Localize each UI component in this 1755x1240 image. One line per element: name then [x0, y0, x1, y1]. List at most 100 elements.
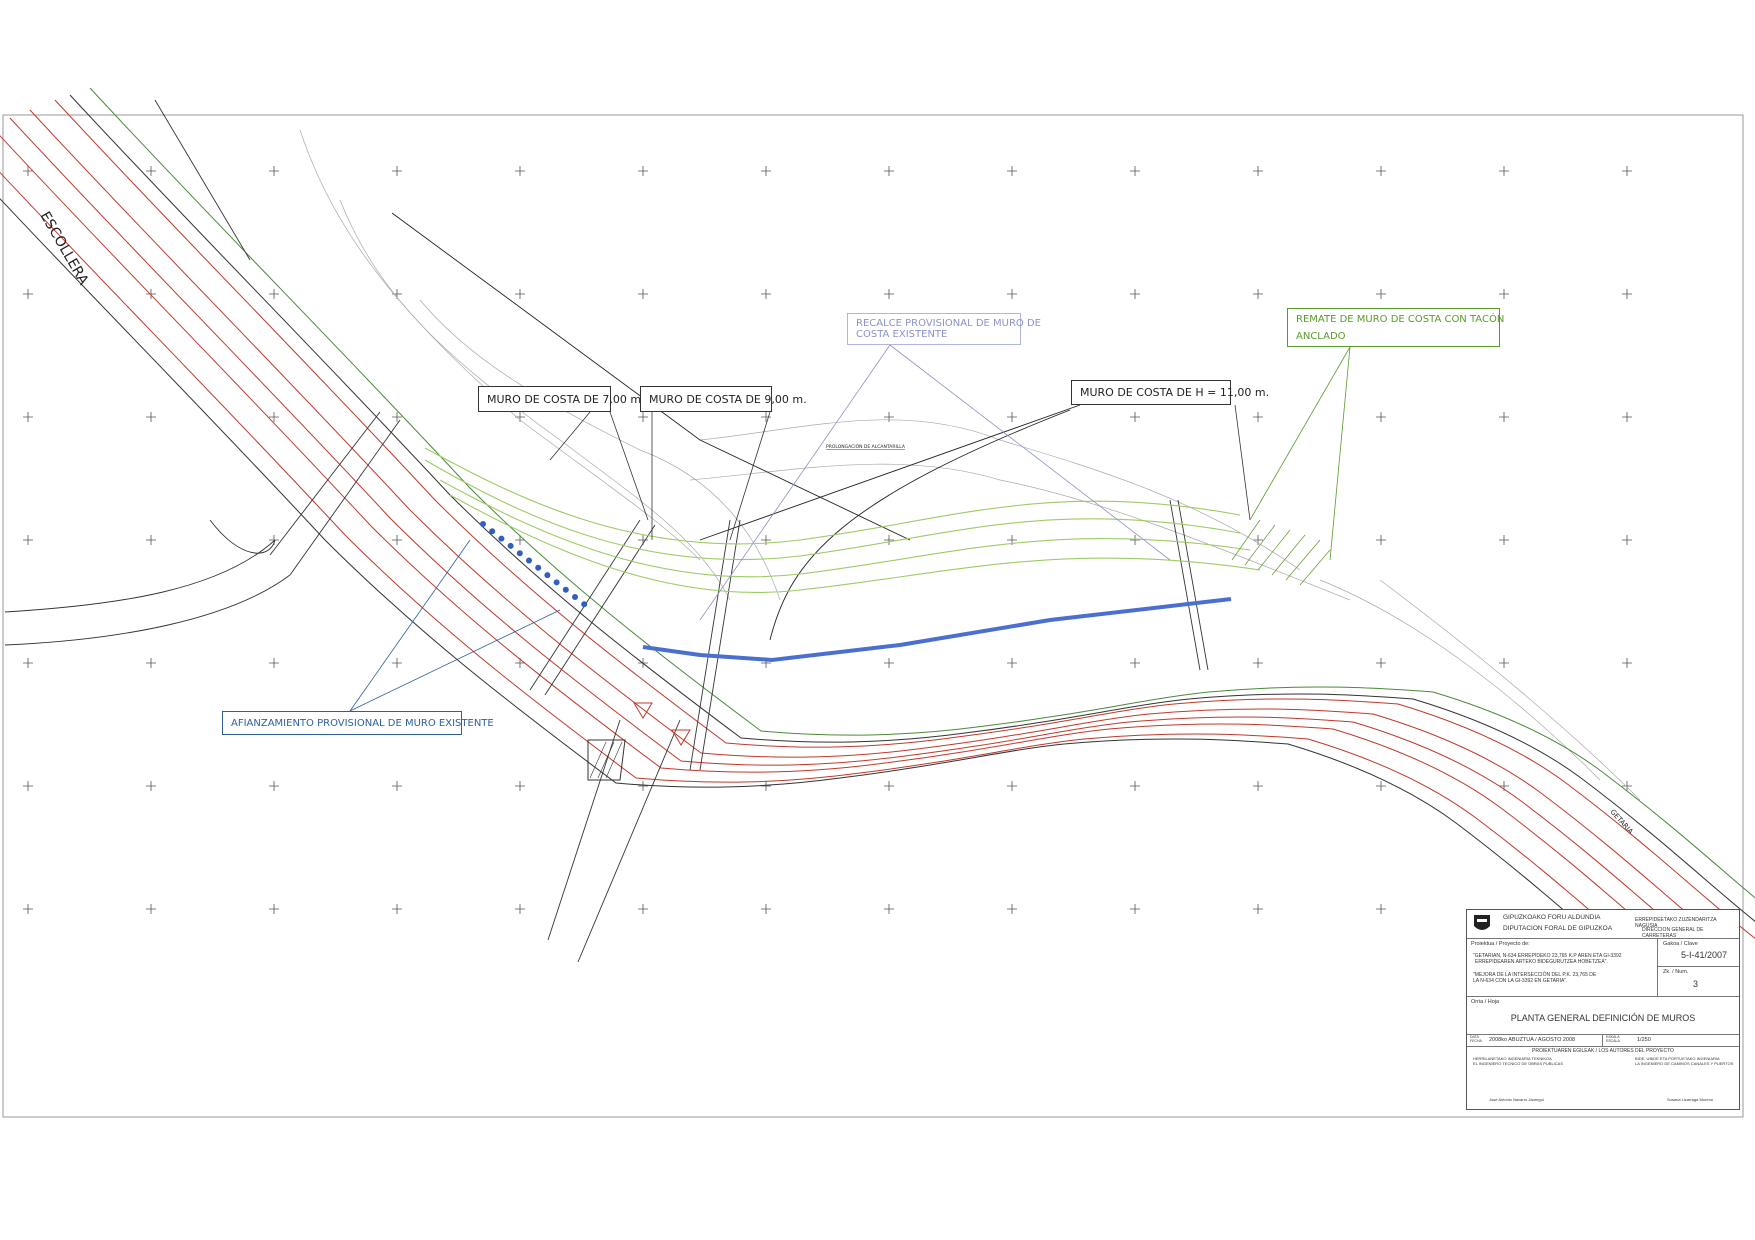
callout-recalce: RECALCE PROVISIONAL DE MURO DE COSTA EXI… [847, 313, 1041, 345]
dept-es: DIRECCION GENERAL DE CARRETERAS [1642, 927, 1704, 939]
hatching [589, 741, 623, 779]
grid-cross [1007, 658, 1017, 668]
grid-cross [23, 166, 33, 176]
recalce-line-1: RECALCE PROVISIONAL DE MURO DE [856, 318, 1042, 329]
diputacion-shield-logo [1474, 915, 1490, 930]
grid-cross [515, 535, 525, 545]
grid-cross [515, 904, 525, 914]
coordinate-grid [23, 166, 1632, 914]
grid-cross [1253, 535, 1263, 545]
grid-cross [1130, 166, 1140, 176]
anchor-dot [535, 564, 542, 571]
road-edge-line [9, 117, 1712, 958]
anchor-dot [581, 601, 588, 608]
org-es: DIPUTACION FORAL DE GIPUZKOA [1503, 925, 1613, 932]
grid-cross [1253, 412, 1263, 422]
callout-muro-11: MURO DE COSTA DE H = 11,00 m. [1071, 380, 1269, 405]
grid-cross [1376, 166, 1386, 176]
grid-cross [1622, 658, 1632, 668]
clave-label: Gakoa / Clave [1663, 941, 1698, 947]
grid-cross [1622, 781, 1632, 791]
anchor-dot [553, 579, 560, 586]
grid-cross [1253, 166, 1263, 176]
contour-lines [299, 129, 1641, 801]
grid-cross [146, 781, 156, 791]
grid-cross [638, 904, 648, 914]
grid-cross [1130, 781, 1140, 791]
drawing-frame [2, 114, 1744, 1118]
road-edge-line [0, 171, 1667, 975]
grid-cross [269, 781, 279, 791]
sheet-title: PLANTA GENERAL DEFINICIÓN DE MUROS [1510, 1013, 1696, 1023]
title-block: GIPUZKOAKO FORU ALDUNDIA DIPUTACION FORA… [1466, 909, 1740, 1110]
autor1-title-eu: HERRILANETAKO INGENIARIA TEKNIKOA [1473, 1056, 1552, 1061]
grid-cross [884, 658, 894, 668]
grid-cross [884, 781, 894, 791]
road-edge-line [0, 198, 1647, 980]
grid-cross [1499, 166, 1509, 176]
escollera-label: ESCOLLERA [37, 209, 92, 288]
grid-cross [1253, 904, 1263, 914]
grid-cross [761, 412, 771, 422]
grid-cross [761, 781, 771, 791]
project-es-1: "MEJORA DE LA INTERSECCIÓN DEL P.K. 23,7… [1473, 972, 1597, 978]
prolongacion-label: PROLONGACIÓN DE ALCANTARILLA [826, 443, 906, 450]
grid-cross [761, 166, 771, 176]
grid-cross [23, 412, 33, 422]
escala-label-1: ESKALA [1606, 1035, 1620, 1039]
autor2-title-eu: BIDE, UBIDE ETA PORTUETAKO INGENIARIA [1635, 1056, 1720, 1061]
fecha-value: 2008ko ABUZTUA / AGOSTO 2008 [1489, 1037, 1576, 1043]
grid-cross [1130, 658, 1140, 668]
grid-cross [1376, 781, 1386, 791]
fecha-label-2: FECHA [1470, 1039, 1482, 1043]
autor2-title-es: LA INGENIERO DE CAMINOS CANALES Y PUERTO… [1635, 1061, 1734, 1066]
grid-cross [1622, 289, 1632, 299]
getaria-label: GETARIA [1609, 808, 1635, 836]
grid-cross [23, 535, 33, 545]
grid-cross [884, 412, 894, 422]
grid-cross [515, 781, 525, 791]
anchor-dot [480, 521, 486, 527]
grid-cross [269, 412, 279, 422]
road-edge-line [89, 87, 1755, 899]
grid-cross [392, 535, 402, 545]
num-value: 3 [1693, 979, 1699, 989]
grid-cross [23, 289, 33, 299]
green-wall-bands [424, 447, 1261, 594]
grid-cross [1007, 166, 1017, 176]
callout-muro-9: MURO DE COSTA DE 9,00 m. [640, 386, 807, 412]
grid-cross [392, 781, 402, 791]
grid-cross [1130, 412, 1140, 422]
grid-cross [392, 658, 402, 668]
grid-cross [146, 904, 156, 914]
grid-cross [146, 535, 156, 545]
grid-cross [638, 781, 648, 791]
side-roads [4, 99, 1209, 963]
grid-cross [269, 904, 279, 914]
grid-cross [1007, 412, 1017, 422]
grid-cross [392, 412, 402, 422]
fecha-label-1: DATA [1470, 1035, 1479, 1039]
grid-cross [515, 289, 525, 299]
grid-cross [1007, 781, 1017, 791]
grid-cross [1622, 412, 1632, 422]
grid-cross [884, 289, 894, 299]
recalce-wall-blue [642, 597, 1232, 663]
grid-cross [269, 658, 279, 668]
escala-label-2: ESCALA [1606, 1039, 1620, 1043]
grid-cross [1622, 166, 1632, 176]
anchor-dot [572, 594, 578, 600]
grid-cross [884, 904, 894, 914]
grid-cross [146, 658, 156, 668]
grid-cross [1130, 904, 1140, 914]
grid-cross [1130, 535, 1140, 545]
grid-cross [1253, 658, 1263, 668]
grid-cross [392, 904, 402, 914]
grid-cross [1253, 289, 1263, 299]
anchor-dot [507, 542, 514, 549]
road-edge-line [69, 94, 1755, 923]
grid-cross [1007, 289, 1017, 299]
grid-cross [269, 289, 279, 299]
remate-line-2: ANCLADO [1296, 330, 1346, 342]
